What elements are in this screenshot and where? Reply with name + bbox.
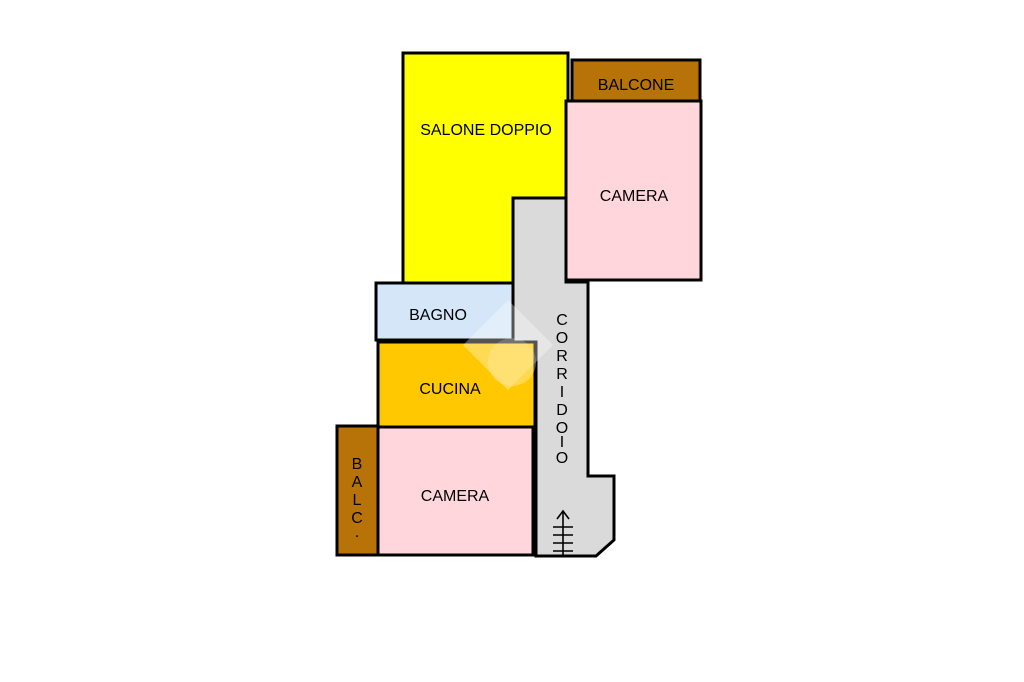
room-balc-side (335, 424, 380, 557)
label-cucina: CUCINA (419, 381, 481, 398)
corridoio-letter: D (556, 402, 568, 419)
corridoio-letter: O (556, 420, 568, 437)
balc-letter: B (352, 456, 363, 473)
corridoio-letter: C (556, 312, 568, 329)
corridoio-letter: I (560, 384, 564, 401)
label-salone-doppio: SALONE DOPPIO (420, 122, 552, 139)
label-corridoio: C O R R I D O I O (556, 312, 568, 467)
balc-letter: A (352, 474, 363, 491)
room-camera-top (564, 99, 703, 282)
house-watermark-icon (463, 300, 553, 390)
label-balc-side: B A L C . (351, 456, 363, 541)
balc-letter: C (351, 510, 363, 527)
corridoio-letter: O (556, 330, 568, 347)
room-bagno (374, 281, 515, 342)
label-camera-top: CAMERA (600, 188, 669, 205)
corridoio-letter: R (556, 348, 568, 365)
corridoio-letter: O (556, 450, 568, 467)
label-bagno: BAGNO (409, 307, 467, 324)
label-camera-bottom: CAMERA (421, 488, 490, 505)
corridoio-letter: I (560, 434, 564, 451)
balc-letter: . (355, 524, 359, 541)
corridoio-letter: R (556, 366, 568, 383)
stairs-arrow-icon (553, 509, 573, 556)
balc-letter: L (353, 492, 362, 509)
label-balcone: BALCONE (598, 77, 674, 94)
